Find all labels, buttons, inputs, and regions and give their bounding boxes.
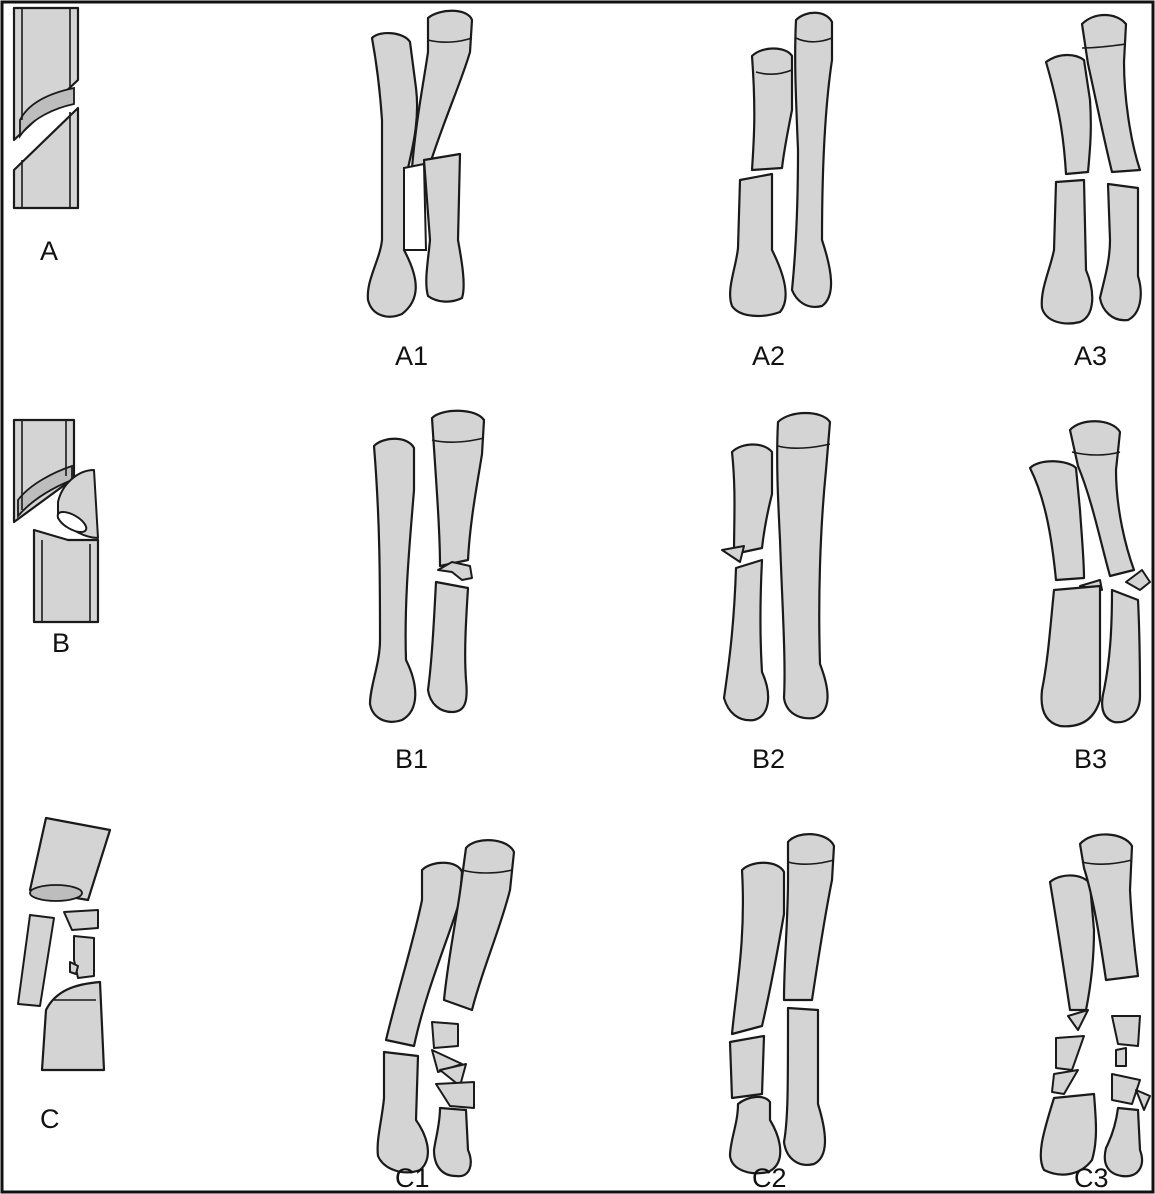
schematic-c [18,818,110,1070]
forearm-c1 [378,840,514,1176]
forearm-a3 [1042,15,1141,323]
row-label-a: A [40,236,58,266]
forearm-b2 [722,413,830,720]
schematic-a [14,8,78,208]
forearm-a2 [730,13,832,316]
schematic-b [14,420,98,622]
subtype-a1: A1 [395,341,428,371]
subtype-b3: B3 [1074,744,1107,774]
subtype-c1: C1 [395,1163,430,1193]
forearm-c3 [1041,834,1150,1176]
row-label-c: C [40,1104,60,1134]
subtype-c2: C2 [752,1163,787,1193]
subtype-c3: C3 [1074,1163,1109,1193]
forearm-b1 [370,411,484,722]
subtype-a3: A3 [1074,341,1107,371]
forearm-c2 [730,834,834,1173]
subtype-b2: B2 [752,744,785,774]
forearm-a1 [368,11,472,317]
row-label-b: B [52,628,70,658]
forearm-b3 [1030,421,1150,726]
subtype-b1: B1 [395,744,428,774]
subtype-a2: A2 [752,341,785,371]
